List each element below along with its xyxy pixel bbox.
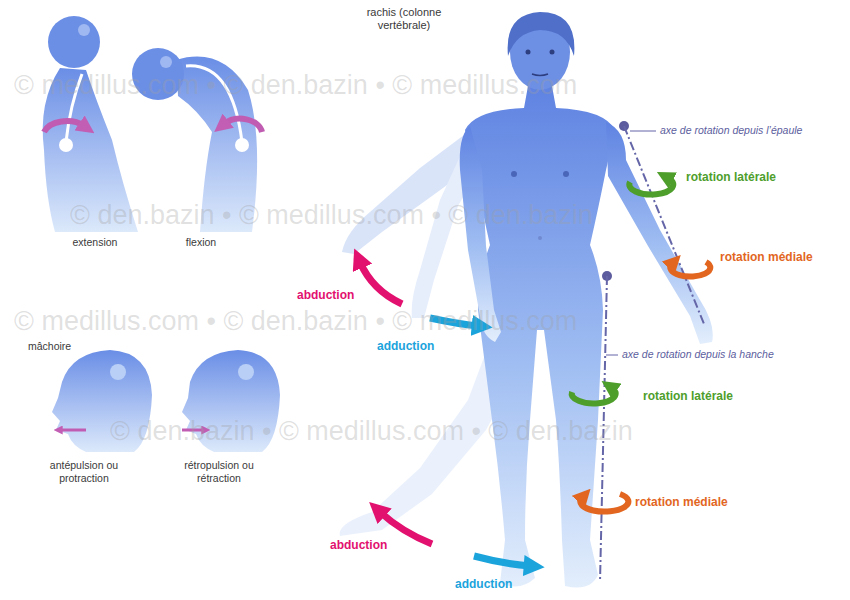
lateral-rotation-arrow — [572, 388, 616, 404]
shoulder-axis-leader — [630, 131, 656, 132]
region-label: rachis (colonne vertébrale) — [346, 6, 462, 32]
adduction-arrow — [474, 556, 530, 566]
shoulder-axis — [624, 126, 704, 324]
movement-label: rotation latérale — [643, 389, 733, 403]
region-label: mâchoire — [28, 340, 71, 353]
medial-rotation-arrow — [580, 494, 628, 512]
movement-label: abduction — [297, 288, 354, 302]
abduction-arrow — [360, 262, 402, 304]
hip-joint — [59, 138, 73, 152]
eye — [526, 50, 531, 55]
hip-axis-leader — [606, 355, 618, 356]
medial-rotation-arrow — [670, 262, 710, 277]
axis-label: axe de rotation depuis la hanche — [622, 348, 774, 361]
highlight — [110, 364, 126, 380]
navel — [538, 236, 542, 240]
movement-label: adduction — [377, 339, 434, 353]
movement-label: flexion — [168, 236, 234, 249]
head — [48, 16, 100, 68]
movement-label: rotation médiale — [635, 495, 728, 509]
extension-figure — [43, 16, 138, 232]
watermark: © medillus.com • © den.bazin • © medillu… — [14, 70, 577, 101]
jaw-arrow — [60, 429, 86, 432]
movement-label: rétropulsion ou rétraction — [170, 459, 268, 484]
lateral-rotation-arrow — [629, 178, 673, 195]
movement-label: rotation médiale — [720, 250, 813, 264]
movement-label: rotation latérale — [686, 170, 776, 184]
watermark: © medillus.com • © den.bazin • © medillu… — [14, 306, 577, 337]
movement-label: adduction — [455, 577, 512, 591]
abduction-arrow — [380, 512, 432, 544]
movement-label: extension — [58, 236, 132, 249]
axis-label: axe de rotation depuis l’épaule — [660, 124, 802, 137]
flexion-arrow — [224, 119, 262, 132]
highlight — [238, 364, 254, 380]
nipple — [511, 171, 517, 177]
movement-label: antépulsion ou protraction — [36, 459, 132, 484]
highlight — [160, 56, 172, 68]
watermark: © den.bazin • © medillus.com • © den.baz… — [70, 200, 593, 231]
hair — [508, 12, 575, 56]
extension-arrow — [44, 121, 84, 132]
watermark: © den.bazin • © medillus.com • © den.baz… — [110, 416, 633, 447]
highlight — [78, 24, 90, 36]
right-arm — [606, 122, 713, 344]
movement-label: abduction — [330, 538, 387, 552]
eye — [550, 50, 555, 55]
nipple — [563, 171, 569, 177]
hip-joint — [235, 138, 249, 152]
